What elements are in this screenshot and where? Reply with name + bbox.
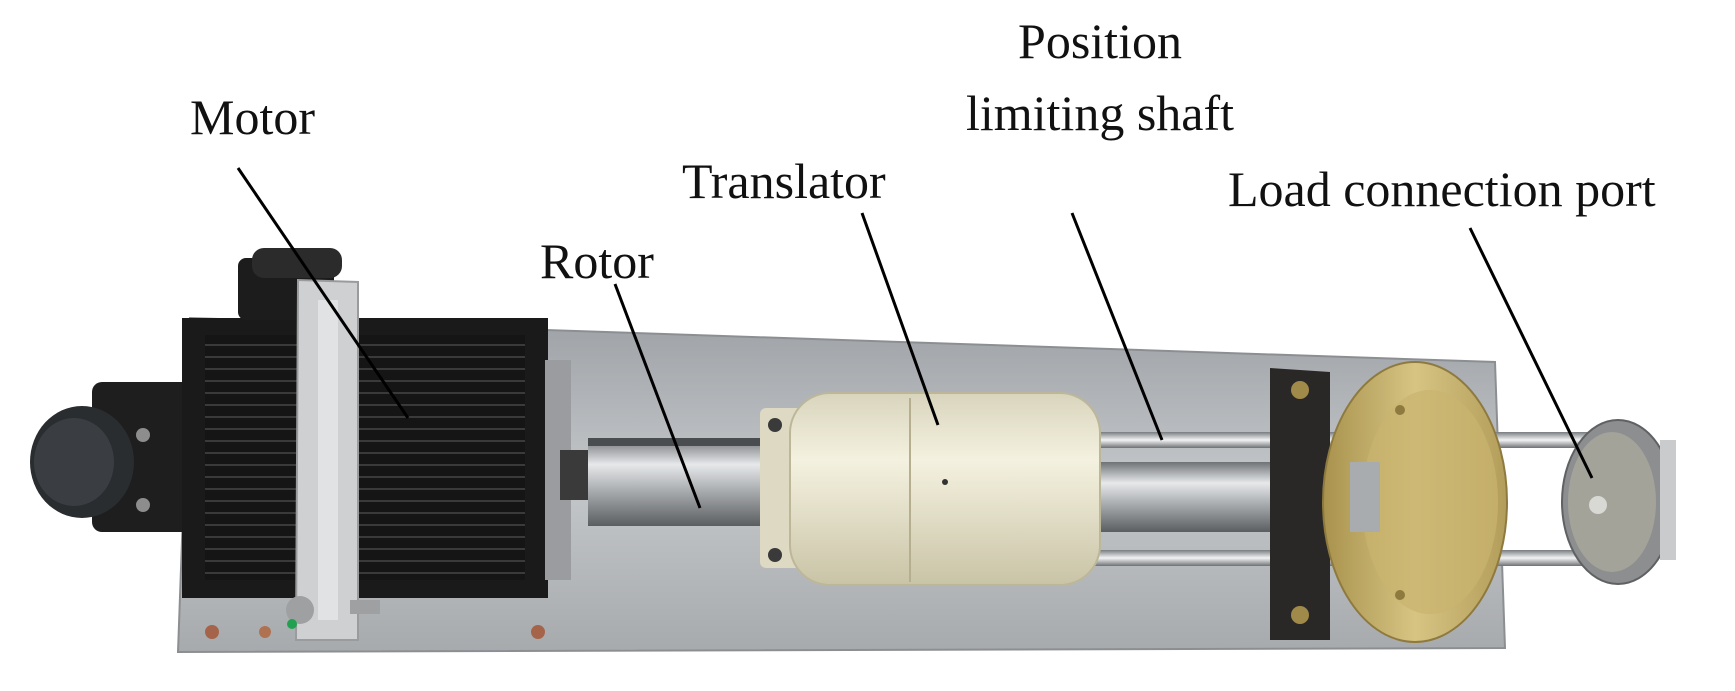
label-motor: Motor: [190, 89, 315, 145]
leader-line-rotor: [613, 283, 702, 509]
leader-line-load-port: [1468, 227, 1594, 479]
leader-line-motor: [236, 167, 410, 419]
label-rotor: Rotor: [540, 233, 654, 289]
translator-body: [789, 392, 1101, 586]
leader-line-shaft: [1070, 212, 1164, 441]
leader-line-translator: [860, 212, 940, 426]
rotor-shaft: [588, 438, 778, 526]
label-translator: Translator: [682, 153, 886, 209]
label-shaft-line2: limiting shaft: [965, 85, 1235, 141]
label-load-port: Load connection port: [1228, 161, 1656, 217]
label-shaft-line1: Position: [1018, 13, 1182, 69]
